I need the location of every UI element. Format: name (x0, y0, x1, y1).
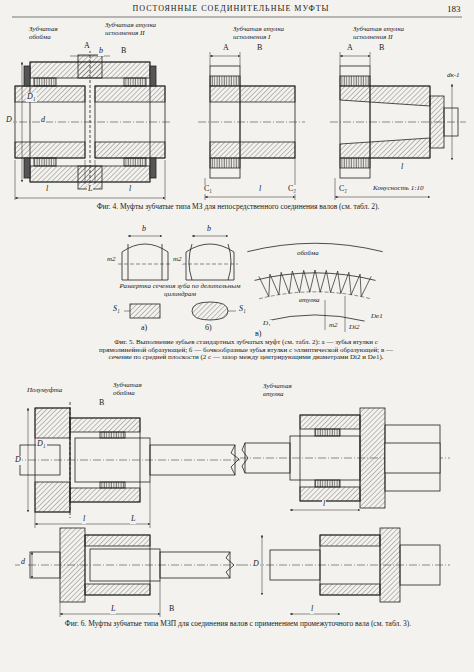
page-header: ПОСТОЯННЫЕ СОЕДИНИТЕЛЬНЫЕ МУФТЫ (80, 5, 382, 14)
dimension-label: D (252, 560, 260, 569)
dimension-label: l (400, 163, 404, 172)
dimension-label: l (82, 515, 86, 524)
page-number: 183 (446, 5, 462, 15)
dimension-label: m2 (328, 322, 339, 330)
dimension-label: B (256, 44, 263, 53)
dimension-label: L (130, 515, 136, 524)
dimension-label: C₁ (203, 185, 213, 194)
dimension-label: D₁ (36, 440, 47, 449)
dimension-label: m2 (106, 256, 117, 264)
dimension-label: B (378, 44, 385, 53)
dimension-label: S₁ (238, 305, 247, 314)
dimension-label: l (45, 185, 49, 194)
dimension-label: l (310, 605, 314, 614)
dimension-label: а) (140, 324, 148, 333)
dimension-label: l (258, 185, 262, 194)
dimension-label: втулка (298, 297, 321, 305)
dimension-label: S₁ (112, 305, 121, 314)
dimension-label: l (128, 185, 132, 194)
figure-caption: Фиг. 6. Муфты зубчатые типа МЗП для соед… (30, 620, 446, 628)
dimension-label: dк-1 (446, 72, 461, 80)
figure-caption: Фиг. 5. Выполнение зубьев стандартных зу… (95, 339, 397, 362)
dimension-label: A (222, 44, 230, 53)
dimension-label: b (141, 225, 147, 234)
dimension-label: A (346, 44, 354, 53)
dimension-label: l (322, 500, 326, 509)
dimension-label: b (206, 225, 212, 234)
dimension-label: b (98, 47, 104, 56)
dimension-label: B (120, 47, 127, 56)
dimension-label: d (20, 558, 26, 567)
dimension-label: d (40, 116, 46, 125)
dimension-label: B (98, 399, 105, 408)
dimension-label: C₂ (287, 185, 297, 194)
part-label: Зубчатая обойма (28, 26, 78, 41)
dimension-label: De1 (370, 313, 384, 321)
dimension-label: D (14, 456, 22, 465)
figure-caption: Фиг. 4. Муфты зубчатые типа МЗ для непос… (17, 203, 459, 211)
dimension-label: Конусность 1:10 (372, 185, 424, 193)
dimension-label: L (110, 605, 116, 614)
part-label: Зубчатая втулка исполнения II (352, 26, 412, 41)
dimension-label: L (87, 185, 93, 194)
part-label: Зубчатая втулка (262, 383, 308, 398)
dimension-label: D (5, 116, 13, 125)
part-label: Зубчатая втулка исполнения II (104, 22, 164, 37)
part-label: Развертка сечения зуба по делительным ци… (116, 283, 244, 298)
dimension-label: Полумуфта (26, 387, 63, 395)
dimension-label: D₁ (262, 320, 272, 328)
dimension-label: B (168, 605, 175, 614)
part-label: Зубчатая обойма (112, 382, 158, 397)
dimension-label: m2 (172, 256, 183, 264)
dimension-label: обойма (296, 250, 320, 258)
dimension-label: Di2 (348, 324, 361, 332)
dimension-label: в) (254, 330, 262, 339)
dimension-label: C₂ (338, 185, 348, 194)
dimension-label: б) (204, 324, 213, 333)
dimension-label: A (83, 42, 91, 51)
dimension-label: D₁ (26, 93, 37, 102)
part-label: Зубчатая втулка исполнения I (232, 26, 292, 41)
